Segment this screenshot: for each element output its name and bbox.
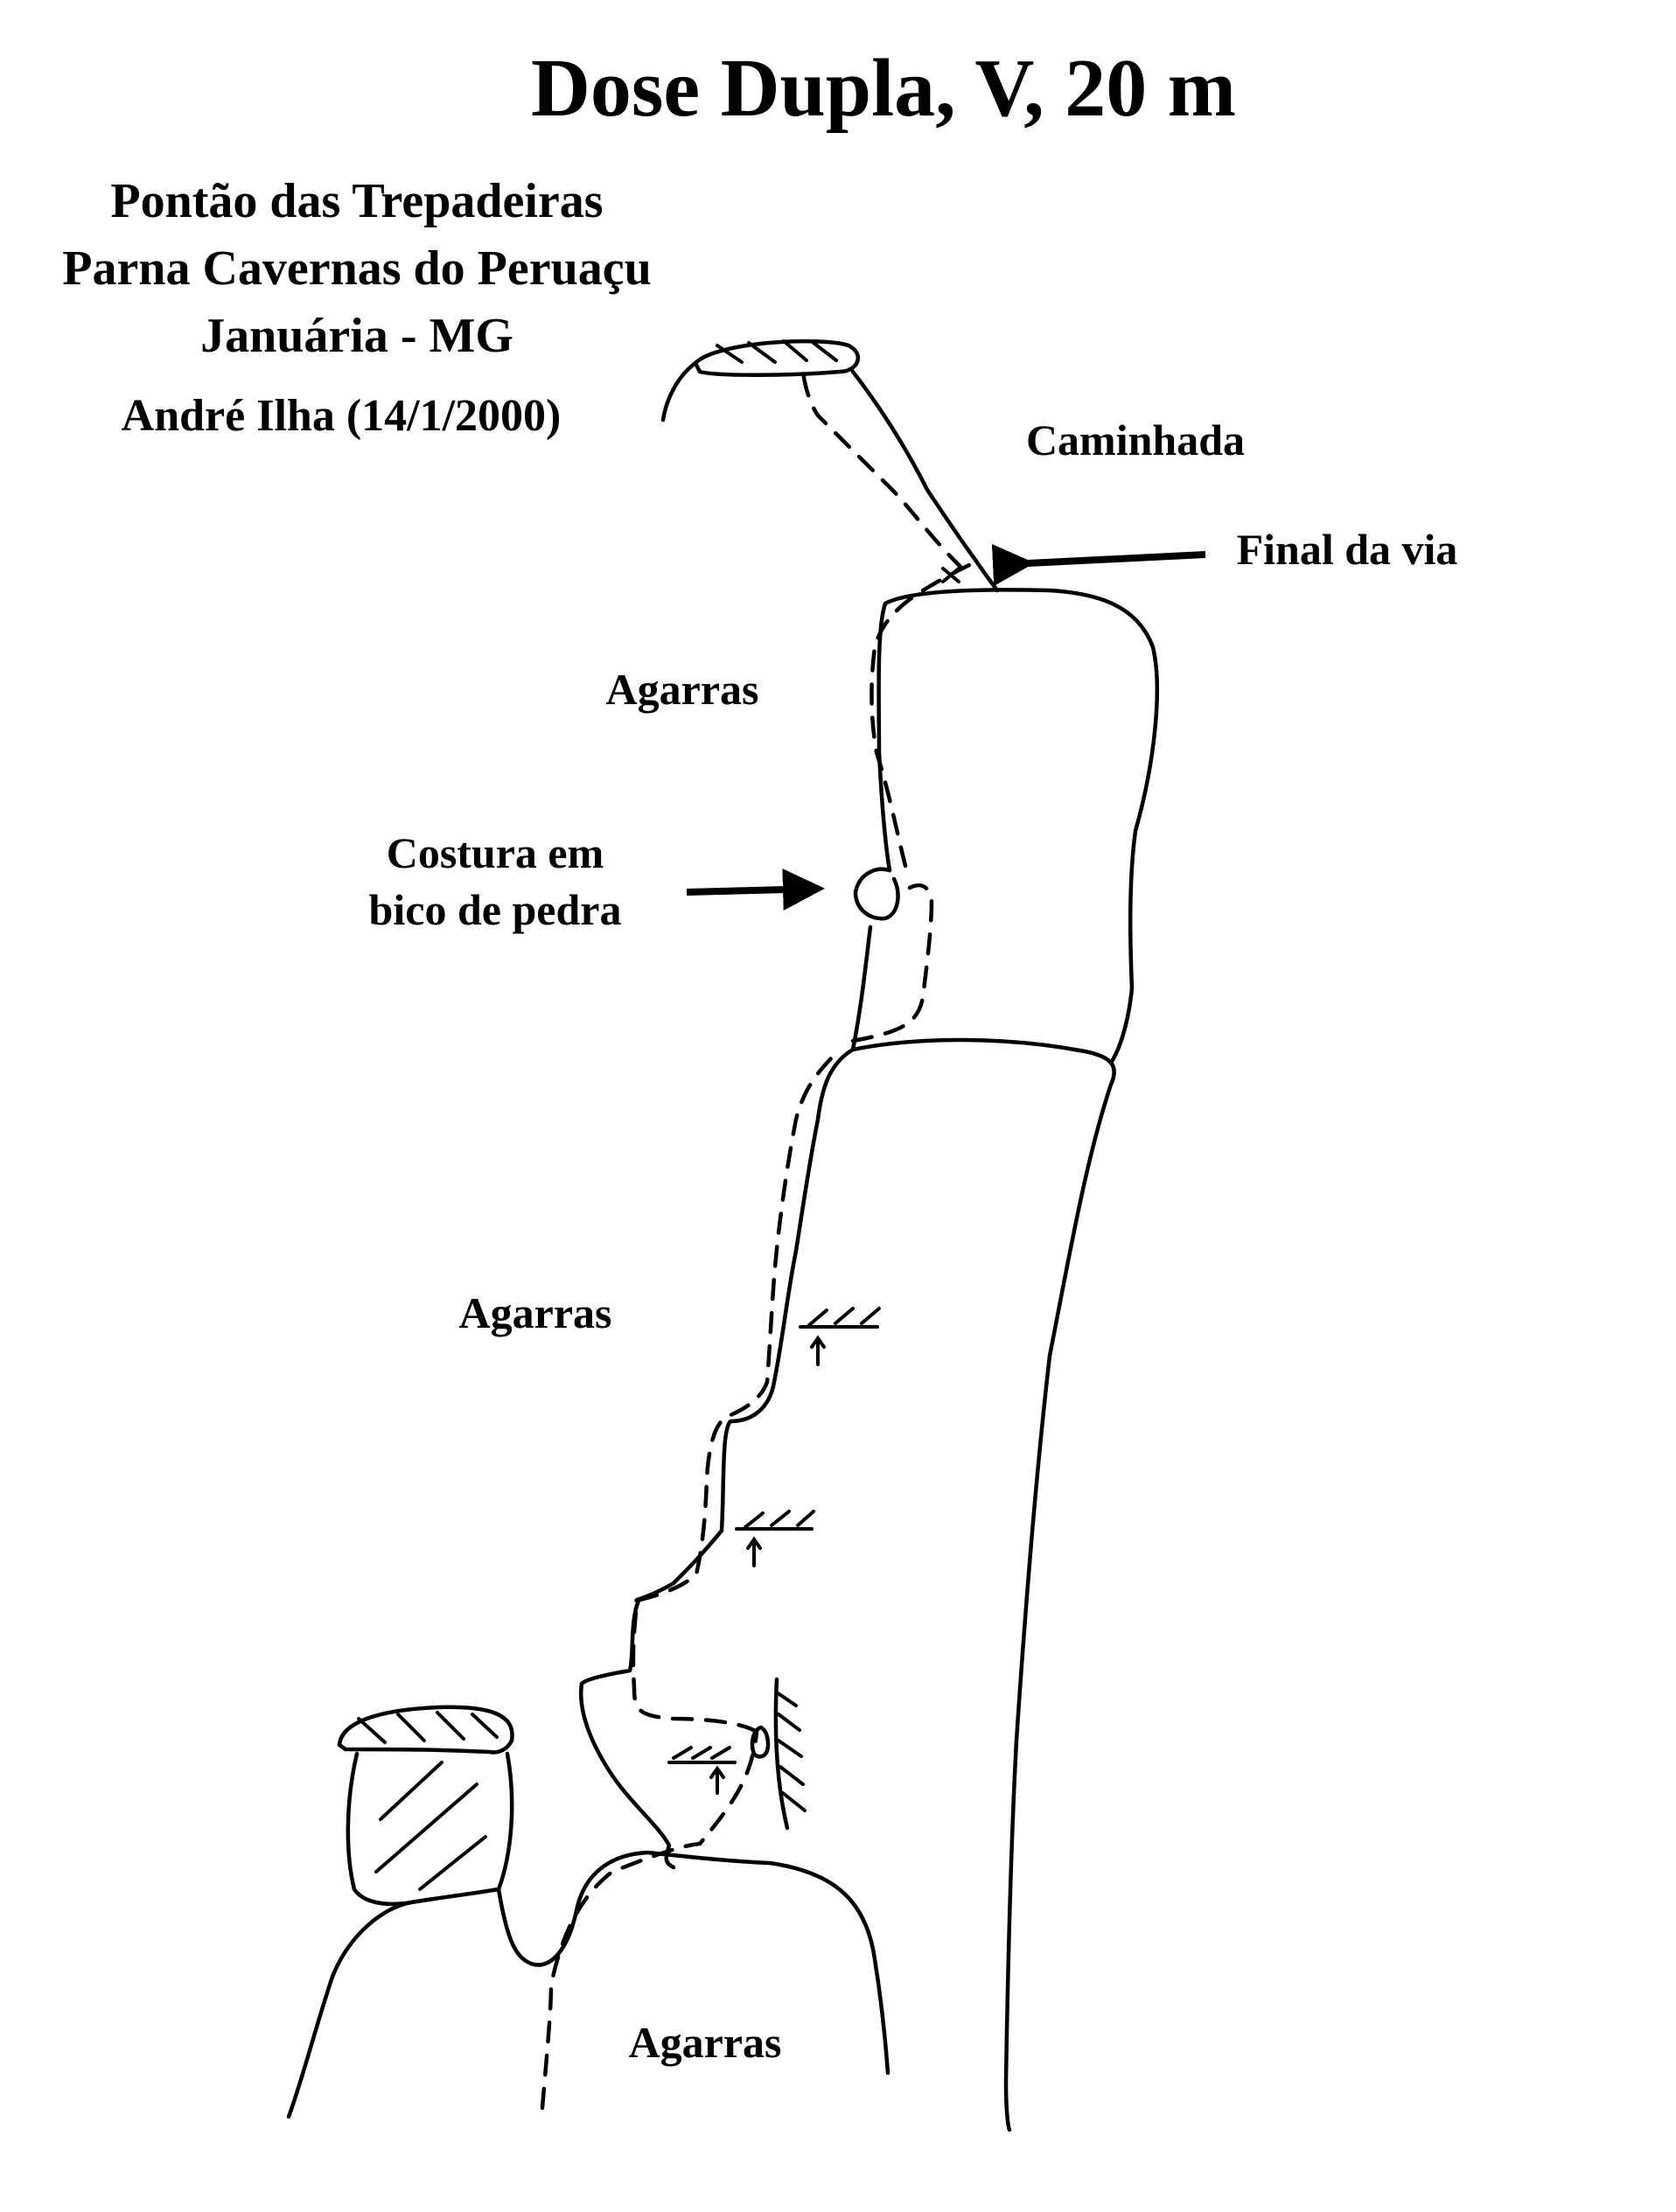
upper-rock-block [850, 588, 1160, 1065]
main-pillar [578, 1037, 1116, 2132]
protection-label-line1: Costura em [387, 828, 604, 877]
holds-label-bottom: Agarras [629, 2018, 782, 2067]
ledge-symbol-2 [735, 1510, 815, 1567]
ledge-symbol-1 [799, 1307, 881, 1366]
page-title: Dose Dupla, V, 20 m [531, 43, 1236, 134]
location-name: Pontão das Trepadeiras [110, 174, 603, 228]
protection-label-line2: bico de pedra [369, 885, 622, 934]
route-end-arrow-icon [991, 543, 1206, 586]
ledge-symbol-3 [667, 1746, 737, 1795]
walk-label: Caminhada [1026, 415, 1245, 464]
crack-feature [750, 1677, 807, 1831]
park-name: Parna Cavernas do Peruaçu [62, 241, 652, 296]
route-end-label: Final da via [1237, 525, 1458, 574]
author-credit: André Ilha (14/1/2000) [122, 391, 562, 441]
route-end-cross-icon [941, 567, 960, 583]
lower-rock-blocks [286, 1705, 890, 2119]
holds-label-middle: Agarras [459, 1288, 612, 1337]
protection-arrow-icon [686, 869, 825, 911]
city-name: Januária - MG [200, 309, 513, 363]
summit-boulder [660, 338, 1000, 593]
climbing-route-line [540, 369, 982, 2111]
holds-label-upper: Agarras [606, 665, 759, 714]
